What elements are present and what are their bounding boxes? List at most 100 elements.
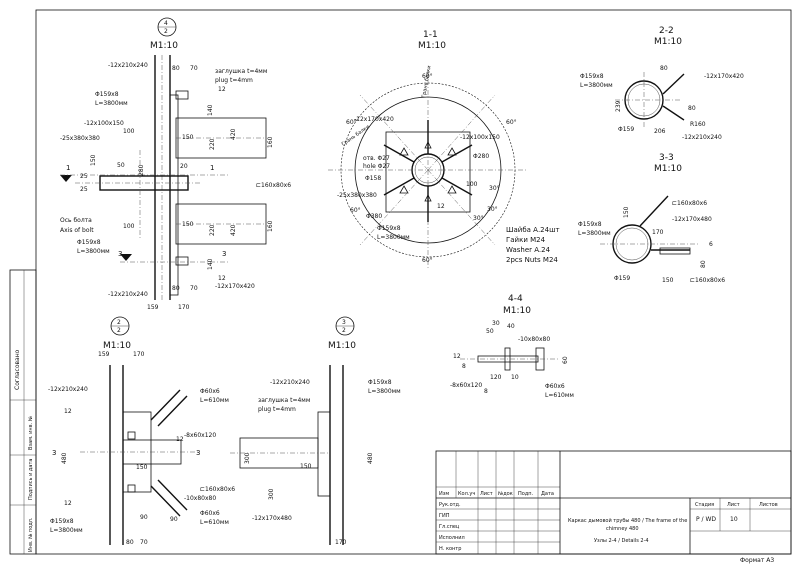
tb-role: Н. контр xyxy=(439,546,461,552)
v11-pipe: Φ159x8 xyxy=(377,225,401,232)
view32-num: 3 xyxy=(342,319,346,326)
dim: 50 xyxy=(486,328,494,335)
tb-description-2: chimney 480 xyxy=(606,526,639,532)
tb-head-list: Лист xyxy=(480,491,493,497)
angle: 30° xyxy=(487,206,498,213)
dim: 12 xyxy=(64,408,72,415)
angle: 60° xyxy=(350,207,361,214)
v42-bolt-ru: Ось болта xyxy=(60,217,92,224)
view33-scale: M1:10 xyxy=(654,164,682,174)
dim: 80 xyxy=(700,260,707,268)
v42-plate-bot: -12x210x240 xyxy=(108,291,148,298)
dim: 220 xyxy=(209,138,216,150)
dim: 140 xyxy=(207,258,214,270)
view-1-1: 1-1 M1:10 -12x170x420 Грань балки Грань … xyxy=(328,30,560,270)
dim: 160 xyxy=(267,220,274,232)
tb-role: Гл.спец xyxy=(439,524,460,530)
tb-sheets-hdr: Листов xyxy=(759,502,778,508)
dim: 480 xyxy=(61,452,68,464)
dim: 159 xyxy=(147,304,159,311)
dim: 30 xyxy=(492,320,500,327)
dim: 12 xyxy=(437,203,445,210)
v33-d159: Φ159 xyxy=(614,275,630,282)
view22b-den: 2 xyxy=(117,327,121,334)
section-mark: 1 xyxy=(210,164,214,172)
v33-pipe: Φ159x8 xyxy=(578,221,602,228)
v33-pipe-len: L=3800мм xyxy=(578,230,611,237)
view11-title: 1-1 xyxy=(423,30,438,40)
dim: 10 xyxy=(511,374,519,381)
view42-den: 2 xyxy=(164,28,168,35)
v33-channel2: ⊏160x80x6 xyxy=(690,277,725,284)
dim: 206 xyxy=(654,128,666,135)
dim: 12 xyxy=(64,500,72,507)
view22b-scale: M1:10 xyxy=(103,341,131,351)
angle: 60° xyxy=(506,119,517,126)
dim: 150 xyxy=(136,464,148,471)
tb-stage: Р / WD xyxy=(696,516,716,523)
view-3-3: 3-3 M1:10 ⊏160x80x6 -12x170x480 Φ159x8 L… xyxy=(578,153,725,284)
v22b-channel: ⊏160x80x6 xyxy=(200,486,235,493)
dim: 420 xyxy=(230,128,237,140)
v11-nuts-ru: Гайки М24 xyxy=(506,236,546,244)
v32-plate2: -12x170x480 xyxy=(252,515,292,522)
dim: 70 xyxy=(140,539,148,546)
v42-pipe: Φ159x8 xyxy=(95,91,119,98)
section-mark: 3 xyxy=(52,449,56,457)
dim: 60 xyxy=(562,356,569,364)
v11-d280: Φ280 xyxy=(473,153,489,160)
v11-nuts-en: 2pcs Nuts M24 xyxy=(506,256,558,264)
v42-plate-bot2: -12x170x420 xyxy=(215,283,255,290)
dim: 140 xyxy=(207,104,214,116)
v11-edge-1: Грань балки xyxy=(341,124,371,148)
dim: 100 xyxy=(123,223,135,230)
view44-scale: M1:10 xyxy=(503,306,531,316)
dim: 90 xyxy=(140,514,148,521)
v11-d158: Φ158 xyxy=(365,175,381,182)
dim: 90 xyxy=(170,516,178,523)
v22b-pipe3: Φ159x8 xyxy=(50,518,74,525)
dim: 150 xyxy=(300,463,312,470)
v33-channel: ⊏160x80x6 xyxy=(672,200,707,207)
v22b-pipe2: Φ60x6 xyxy=(200,510,220,517)
tb-role: Рук.отд. xyxy=(439,502,461,508)
v22-r: R160 xyxy=(690,121,706,128)
tb-role: ГИП xyxy=(439,513,450,519)
v32-plug-ru: заглушка t=4мм xyxy=(258,397,310,404)
dim: 160 xyxy=(267,136,274,148)
v42-plate-side: -12x100x150 xyxy=(84,120,124,127)
stamp-replace: Взам. инв. № xyxy=(28,415,34,450)
view42-num: 4 xyxy=(164,20,168,27)
dim: 25 xyxy=(80,186,88,193)
dim: 220 xyxy=(209,224,216,236)
dim: 8 xyxy=(484,388,488,395)
dim: 70 xyxy=(190,65,198,72)
v42-pipe-len: L=3800мм xyxy=(95,100,128,107)
dim: 80 xyxy=(172,285,180,292)
angle: 60° xyxy=(422,257,433,264)
angle: 30° xyxy=(473,215,484,222)
v44-plate2: -8x60x120 xyxy=(450,382,482,389)
dim: 150 xyxy=(662,277,674,284)
section-mark: 1 xyxy=(66,164,70,172)
side-stamp: Инв. № подл. Подпись и дата Взам. инв. №… xyxy=(9,269,37,555)
v11-d380: Φ380 xyxy=(366,213,382,220)
view-4-2: 4 2 M1:10 -12x210x240 Φ159x8 L=3800мм -1… xyxy=(60,17,291,311)
dim: 239 xyxy=(615,100,622,112)
dim: 159 xyxy=(98,351,110,358)
dim: 80 xyxy=(688,105,696,112)
dim: 80 xyxy=(660,65,668,72)
angle: 30° xyxy=(489,185,500,192)
view-3-2: 3 2 M1:10 -12x210x240 заглушка t=4мм plu… xyxy=(230,316,401,546)
dim: 80 xyxy=(126,539,134,546)
dim: 25 xyxy=(80,173,88,180)
v22b-pipe1-len: L=610мм xyxy=(200,397,229,404)
dim: 12 xyxy=(453,353,461,360)
dim: 300 xyxy=(268,488,275,500)
dim: 420 xyxy=(230,224,237,236)
dim: 12 xyxy=(176,436,184,443)
v33-plate: -12x170x480 xyxy=(672,216,712,223)
dim: 150 xyxy=(623,206,630,218)
v22b-pipe3-len: L=3800мм xyxy=(50,527,83,534)
